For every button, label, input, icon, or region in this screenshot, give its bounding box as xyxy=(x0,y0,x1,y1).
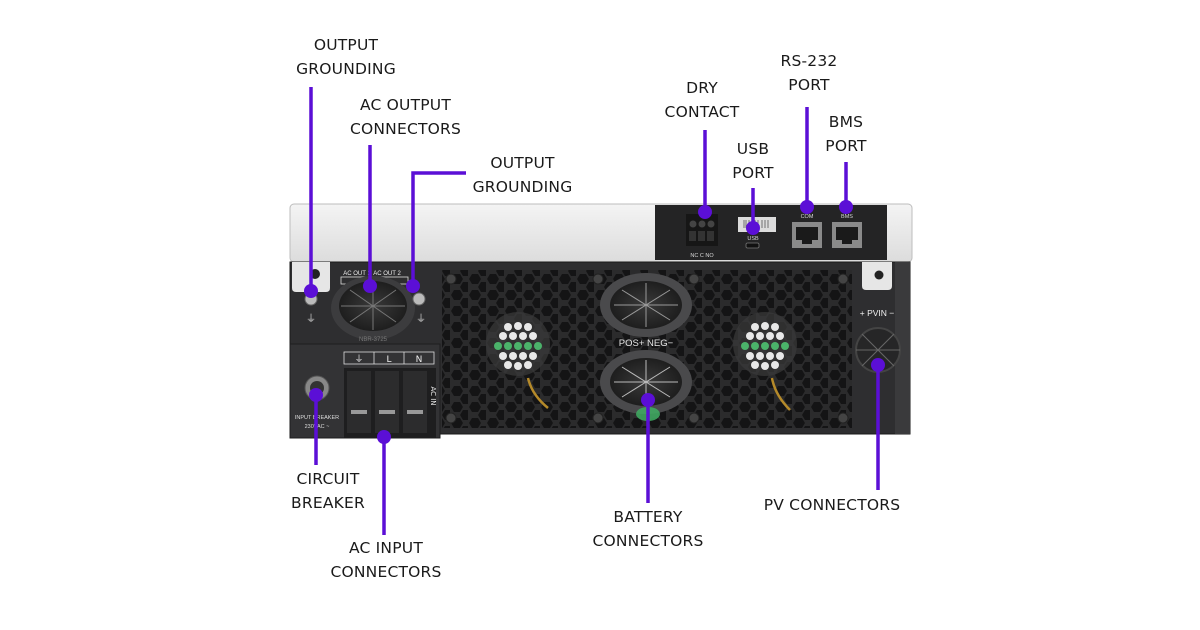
callout-bms-port: BMS PORT xyxy=(825,113,867,155)
mount-screw-right xyxy=(874,270,884,280)
ac-out-1-marking: AC OUT 1 xyxy=(343,271,371,277)
grommet-marking: NBR-3725 xyxy=(359,337,388,343)
battery-connectors-graphic: POS+ NEG− xyxy=(600,273,692,421)
ground-symbol-left-icon: ⏚ xyxy=(306,313,316,325)
callout-output-grounding-left: OUTPUT GROUNDING xyxy=(296,36,396,78)
pvin-marking: + PVIN − xyxy=(860,308,895,318)
bms-marking: BMS xyxy=(841,214,853,220)
ground-screw-right xyxy=(412,292,426,306)
ac-in-marking: AC IN xyxy=(429,386,437,405)
dry-contact-marking: NC C NO xyxy=(690,253,714,259)
leader-output-grounding-right xyxy=(411,171,466,285)
callout-ac-output-connectors: AC OUTPUT CONNECTORS xyxy=(349,96,462,138)
callout-circuit-breaker: CIRCUIT BREAKER xyxy=(291,470,365,512)
callout-output-grounding-right: OUTPUT GROUNDING xyxy=(472,154,573,196)
fan-right xyxy=(733,312,797,411)
callout-ac-input-connectors: AC INPUT CONNECTORS xyxy=(330,539,442,581)
comm-module: NC C NO USB COM xyxy=(655,205,887,260)
usb-marking: USB xyxy=(747,236,759,242)
ac-output-panel: AC OUT 1 AC OUT 2 NBR-3725 ⏚ ⏚ xyxy=(304,271,426,343)
ac-in-n-marking: N xyxy=(416,355,423,365)
callout-dry-contact: DRY CONTACT xyxy=(664,79,740,121)
ground-symbol-right-icon: ⏚ xyxy=(416,313,426,325)
callout-usb-port: USB PORT xyxy=(732,140,774,182)
ac-in-ground-marking: ⏚ xyxy=(354,354,363,365)
rs232-port-graphic: COM xyxy=(792,214,822,248)
callout-pv-connectors: PV CONNECTORS xyxy=(763,496,901,514)
callout-battery-connectors: BATTERY CONNECTORS xyxy=(592,508,704,550)
callout-lines xyxy=(309,87,880,535)
ac-in-l-marking: L xyxy=(386,355,391,365)
ac-input-terminal-block xyxy=(344,368,436,438)
com-marking: COM xyxy=(801,214,814,220)
battery-polarity-marking: POS+ NEG− xyxy=(619,338,674,349)
dry-contact-terminal: NC C NO xyxy=(686,214,718,259)
grille-screws xyxy=(445,273,849,424)
ac-out-2-marking: AC OUT 2 xyxy=(373,271,401,277)
callout-rs232-port: RS-232 PORT xyxy=(780,52,838,94)
bms-port-graphic: BMS xyxy=(832,214,862,248)
callout-dots xyxy=(304,200,885,444)
fan-left xyxy=(486,312,550,409)
